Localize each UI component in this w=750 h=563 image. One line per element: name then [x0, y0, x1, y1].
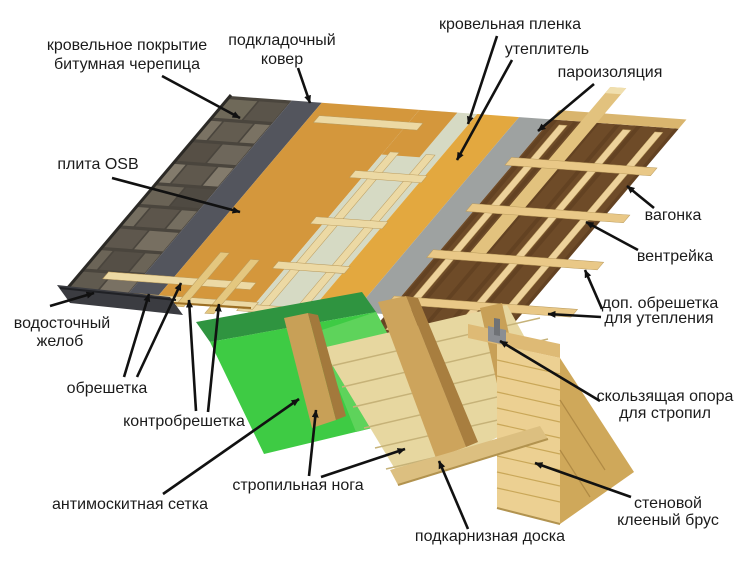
vent-batten-rails — [385, 124, 664, 338]
label-osb: плита OSB — [57, 156, 138, 173]
label-roof-film: кровельная пленка — [439, 16, 581, 33]
label-shingles-1: кровельное покрытие — [47, 37, 207, 54]
arrow-extra-lathing-2 — [547, 310, 602, 319]
underlay-carpet-layer — [126, 100, 322, 299]
label-gutter-1: водосточный — [14, 315, 110, 332]
label-underlay-1: подкладочный — [228, 32, 335, 49]
rafter-left-side — [308, 313, 346, 420]
arrow-eaves-board — [437, 460, 470, 530]
divider-board-top — [605, 86, 627, 95]
arrow-mosquito-net — [162, 397, 300, 496]
insulation-layer — [312, 114, 520, 312]
arrow-underlay-carpet — [296, 67, 312, 104]
arrow-lathing-2 — [135, 282, 183, 378]
gutter-lip — [59, 287, 177, 301]
label-wall-beam-1: стеновой — [634, 495, 702, 512]
eaves-board-layer — [390, 426, 548, 485]
vapor-barrier-layer — [354, 117, 552, 315]
label-gutter-2: желоб — [37, 333, 84, 350]
arrow-lathing-1 — [122, 293, 151, 378]
label-extra-lathing-1: доп. обрешетка — [602, 295, 719, 312]
labels: кровельное покрытие битумная черепица по… — [14, 16, 734, 545]
wall-bottom-edge — [496, 507, 561, 525]
arrow-osb — [111, 176, 241, 214]
arrow-counter-lathing-1 — [185, 299, 198, 412]
label-vent-batten: вентрейка — [637, 248, 713, 265]
arrow-shingles — [161, 74, 241, 120]
label-rafter-leg: стропильная нога — [232, 477, 363, 494]
extra-lathing-rungs — [387, 157, 658, 318]
label-eaves-board: подкарнизная доска — [415, 528, 565, 545]
eaves-board-edge — [397, 438, 549, 486]
arrow-wall-beam — [534, 461, 632, 499]
label-mosquito-net: антимоскитная сетка — [52, 496, 208, 513]
label-shingles-2: битумная черепица — [54, 56, 200, 73]
arrow-rafter-1 — [307, 409, 319, 477]
rafter-main-side — [406, 296, 478, 447]
label-vapor-barrier: пароизоляция — [558, 64, 663, 81]
arrows — [49, 35, 655, 530]
label-sliding-support-2: для стропил — [619, 405, 711, 422]
sliding-support-plate — [494, 318, 500, 336]
label-lathing: обрешетка — [67, 380, 148, 397]
osb-stair — [381, 109, 458, 158]
wall-gable-lines — [559, 399, 606, 498]
roof-left-edge — [64, 94, 233, 291]
mosquito-net-dark — [196, 292, 376, 342]
label-insulation: утеплитель — [505, 41, 589, 58]
label-wall-beam-2: клееный брус — [617, 512, 719, 529]
label-counter-lathing: контробрешетка — [123, 413, 245, 430]
arrow-vent-batten — [585, 220, 639, 252]
label-sliding-support-1: скользящая опора — [597, 388, 734, 405]
arrow-roof-film — [466, 35, 499, 125]
roof-plane — [65, 86, 687, 345]
wall-gable — [560, 358, 634, 524]
arrow-vapor-barrier — [537, 83, 595, 132]
label-underlay-2: ковер — [261, 51, 303, 68]
ridge-beam — [551, 110, 687, 129]
arrow-insulation — [455, 59, 514, 161]
label-wood-lining: вагонка — [645, 207, 702, 224]
rafter-left — [284, 313, 336, 428]
arrow-counter-lathing-2 — [206, 303, 222, 413]
arrow-extra-lathing-1 — [583, 269, 604, 310]
arrow-rafter-2 — [320, 447, 406, 479]
arrow-sliding-support — [499, 339, 601, 403]
label-extra-lathing-2: для утепления — [604, 310, 713, 327]
arrow-gutter — [49, 291, 95, 308]
wood-lining-layer — [368, 119, 679, 345]
rafter-main — [378, 296, 466, 458]
shingle-tabs — [67, 99, 289, 293]
arrow-wood-lining — [626, 184, 655, 210]
counter-lathing-pieces — [174, 252, 260, 315]
